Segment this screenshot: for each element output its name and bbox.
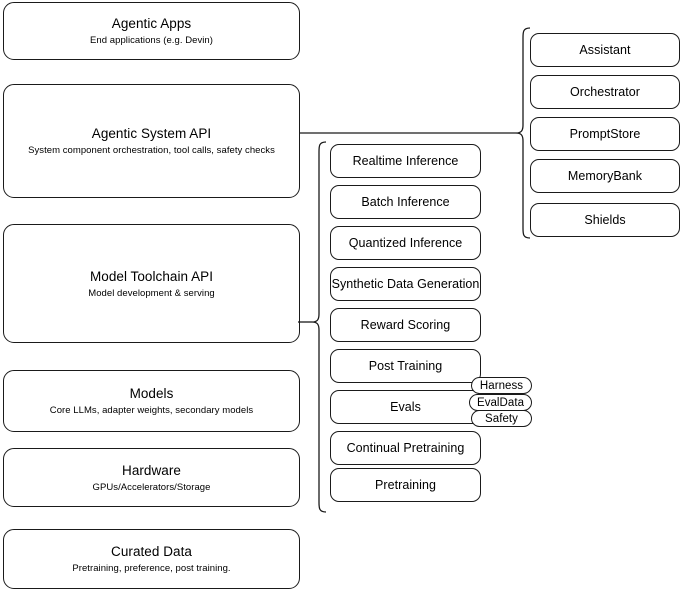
layer-box-models[interactable]: Models Core LLMs, adapter weights, secon… [3,370,300,432]
component-label: Post Training [368,359,443,373]
evals-subcomponent-label: Safety [485,412,518,425]
layer-subtitle: End applications (e.g. Devin) [90,35,213,46]
connector-agentic-system-api [300,126,518,142]
evals-subcomponent-label: Harness [479,379,524,392]
layer-box-agentic-system-api[interactable]: Agentic System API System component orch… [3,84,300,198]
component-label: Quantized Inference [348,236,463,250]
layer-box-agentic-apps[interactable]: Agentic Apps End applications (e.g. Devi… [3,2,300,60]
component-label: Synthetic Data Generation [331,277,480,291]
layer-title: Model Toolchain API [89,268,214,284]
evals-subcomponent-evaldata[interactable]: EvalData [469,394,532,411]
bracket-model-toolchain-components [306,136,330,520]
component-label: MemoryBank [567,169,643,183]
layer-title: Curated Data [111,544,192,559]
component-box-quantized-inference[interactable]: Quantized Inference [330,226,481,260]
component-box-post-training[interactable]: Post Training [330,349,481,383]
component-label: Continual Pretraining [346,441,465,455]
component-label: Shields [584,213,626,227]
component-box-shields[interactable]: Shields [530,203,680,237]
component-box-orchestrator[interactable]: Orchestrator [530,75,680,109]
connector-model-toolchain-api [298,315,316,331]
layer-subtitle: GPUs/Accelerators/Storage [92,481,211,493]
evals-subcomponent-safety[interactable]: Safety [471,410,532,427]
layer-box-curated-data[interactable]: Curated Data Pretraining, preference, po… [3,529,300,589]
component-label: Assistant [579,43,631,57]
component-box-continual-pretraining[interactable]: Continual Pretraining [330,431,481,465]
component-label: Realtime Inference [352,154,459,168]
layer-subtitle: Core LLMs, adapter weights, secondary mo… [49,405,254,416]
evals-subcomponent-harness[interactable]: Harness [471,377,532,394]
component-box-pretraining[interactable]: Pretraining [330,468,481,502]
component-label: Evals [390,400,421,414]
layer-box-model-toolchain-api[interactable]: Model Toolchain API Model development & … [3,224,300,343]
component-label: PromptStore [569,127,641,141]
layer-subtitle: System component orchestration, tool cal… [28,145,275,156]
component-box-assistant[interactable]: Assistant [530,33,680,67]
layer-title: Agentic Apps [111,16,192,31]
layer-subtitle: Pretraining, preference, post training. [72,563,231,574]
component-box-batch-inference[interactable]: Batch Inference [330,185,481,219]
layer-subtitle: Model development & serving [88,287,215,299]
component-label: Pretraining [375,478,436,492]
component-label: Reward Scoring [360,318,451,332]
component-box-memorybank[interactable]: MemoryBank [530,159,680,193]
component-box-evals[interactable]: Evals [330,390,481,424]
component-box-realtime-inference[interactable]: Realtime Inference [330,144,481,178]
component-box-promptstore[interactable]: PromptStore [530,117,680,151]
component-box-synthetic-data-generation[interactable]: Synthetic Data Generation [330,267,481,301]
evals-subcomponent-label: EvalData [476,396,525,409]
component-label: Orchestrator [569,85,641,99]
layer-box-hardware[interactable]: Hardware GPUs/Accelerators/Storage [3,448,300,507]
layer-title: Hardware [122,462,181,478]
layer-title: Agentic System API [91,126,212,141]
component-label: Batch Inference [361,195,450,209]
component-box-reward-scoring[interactable]: Reward Scoring [330,308,481,342]
layer-title: Models [129,386,174,401]
